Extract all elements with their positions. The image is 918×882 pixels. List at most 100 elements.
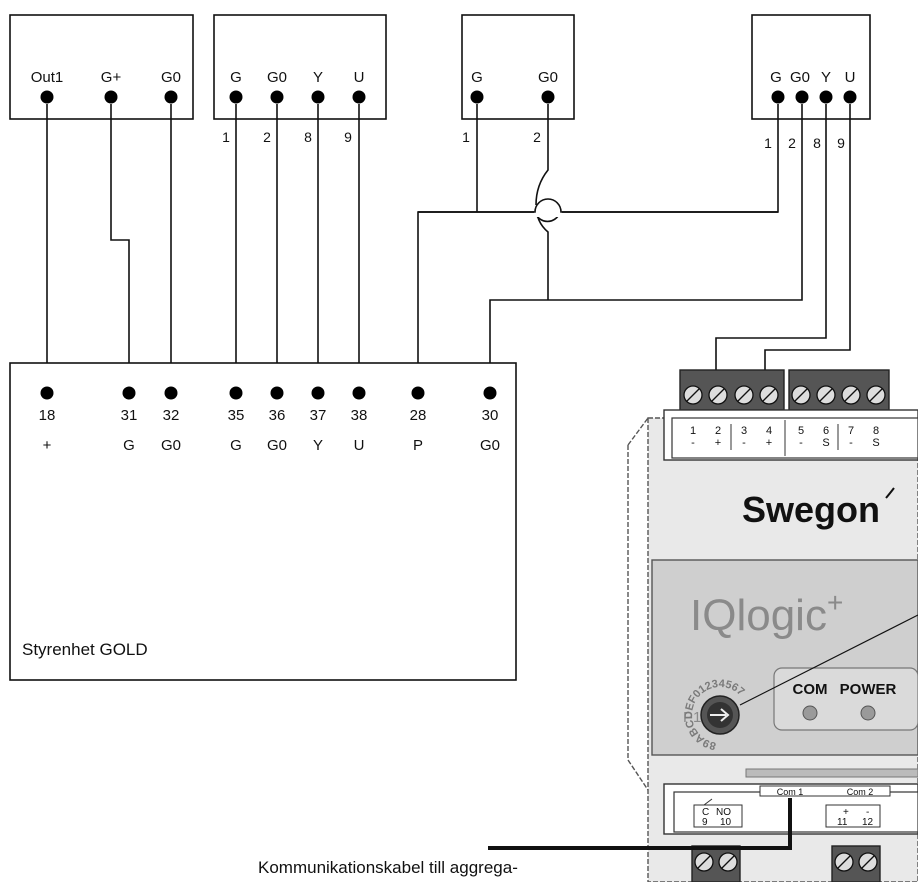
terminal-label-out1: Out1 <box>31 69 64 86</box>
terminal-label-g: G <box>471 69 483 86</box>
wire-number: 9 <box>344 129 352 145</box>
power-label: POWER <box>840 681 897 698</box>
svg-text:+: + <box>766 437 772 449</box>
terminal-label-u: U <box>354 69 365 86</box>
brand-logo: Swegon <box>742 489 880 530</box>
controller-terminal-number: 18 <box>39 407 56 424</box>
screw-terminal-icon <box>229 386 243 400</box>
device-top-3: G G0 1 2 <box>461 14 575 145</box>
com-led-icon <box>802 705 818 721</box>
screw-terminal-icon <box>352 386 366 400</box>
svg-text:4: 4 <box>766 425 772 437</box>
screw-terminal-icon <box>40 386 54 400</box>
wire-number: 1 <box>764 135 772 151</box>
controller-terminal-number: 31 <box>121 407 138 424</box>
svg-text:S: S <box>822 437 829 449</box>
wire-number: 1 <box>462 129 470 145</box>
screw-terminal-icon <box>40 90 54 104</box>
screw-terminal-icon <box>411 386 425 400</box>
screw-terminal-icon <box>352 90 366 104</box>
screw-terminal-icon <box>483 386 497 400</box>
dial-arrow-icon <box>710 708 730 722</box>
controller-terminal-number: 32 <box>163 407 180 424</box>
terminal-label-g0: G0 <box>267 69 287 86</box>
controller-terminal-label: G <box>230 437 242 454</box>
terminal-label-g0: G0 <box>790 69 810 86</box>
svg-text:NO: NO <box>716 807 731 818</box>
screw-terminal-icon <box>229 90 243 104</box>
controller-terminal-label: G0 <box>267 437 287 454</box>
controller-terminal-number: 35 <box>228 407 245 424</box>
controller-terminal-number: 36 <box>269 407 286 424</box>
svg-text:7: 7 <box>848 425 854 437</box>
wire-number: 2 <box>263 129 271 145</box>
controller-terminal-label: G0 <box>480 437 500 454</box>
com2-label: Com 2 <box>847 787 874 797</box>
svg-text:-: - <box>866 807 869 818</box>
svg-text:10: 10 <box>720 817 732 828</box>
screw-terminal-icon <box>843 90 857 104</box>
screw-terminal-icon <box>311 90 325 104</box>
wires <box>46 104 851 372</box>
svg-text:6: 6 <box>823 425 829 437</box>
controller-terminal-label: U <box>354 437 365 454</box>
device-top-4: G G0 Y U 1 2 8 9 <box>751 14 871 151</box>
terminal-label-gplus: G+ <box>101 69 122 86</box>
terminal-label-g: G <box>770 69 782 86</box>
top-terminal-numbers: 1 2 3 4 5 6 7 8 - + - + - S - S <box>690 420 880 456</box>
screw-terminal-icon <box>771 90 785 104</box>
screw-terminal-icon <box>795 90 809 104</box>
svg-text:12: 12 <box>862 817 874 828</box>
device-top-1: Out1 G+ G0 <box>9 14 194 120</box>
iqlogic-module: 1 2 3 4 5 6 7 8 - + - + - S - S Swegon <box>488 369 918 882</box>
svg-text:-: - <box>691 437 695 449</box>
svg-text:-: - <box>742 437 746 449</box>
svg-text:S: S <box>872 437 879 449</box>
svg-text:5: 5 <box>798 425 804 437</box>
controller-terminal-number: 30 <box>482 407 499 424</box>
svg-text:+: + <box>843 807 849 818</box>
screw-terminal-icon <box>270 386 284 400</box>
leaf-icon <box>885 487 895 499</box>
controller-terminal-number: 28 <box>410 407 427 424</box>
svg-text:9: 9 <box>702 817 708 828</box>
screw-terminal-icon <box>470 90 484 104</box>
screw-terminal-icon <box>104 90 118 104</box>
terminal-label-g0: G0 <box>538 69 558 86</box>
terminal-label-u: U <box>845 69 856 86</box>
controller-terminal-label: G0 <box>161 437 181 454</box>
screw-terminal-icon <box>819 90 833 104</box>
wire-number: 2 <box>533 129 541 145</box>
wire-number: 9 <box>837 135 845 151</box>
com-label: COM <box>793 681 828 698</box>
controller-terminal-label: + <box>43 437 52 454</box>
top-terminal-block <box>679 369 890 411</box>
controller-terminal-number: 38 <box>351 407 368 424</box>
dial-label: P1 <box>683 709 701 726</box>
screw-terminal-icon <box>122 386 136 400</box>
svg-text:3: 3 <box>741 425 747 437</box>
com1-label: Com 1 <box>777 787 804 797</box>
svg-text:-: - <box>799 437 803 449</box>
terminal-label-g: G <box>230 69 242 86</box>
screw-terminal-icon <box>270 90 284 104</box>
screw-terminal-icon <box>164 90 178 104</box>
wire-number: 1 <box>222 129 230 145</box>
bottom-terminal-block <box>691 845 881 882</box>
svg-text:-: - <box>849 437 853 449</box>
svg-text:1: 1 <box>690 425 696 437</box>
caption: Kommunikationskabel till aggrega- <box>258 858 518 877</box>
terminal-label-y: Y <box>313 69 323 86</box>
terminal-label-g0: G0 <box>161 69 181 86</box>
svg-text:C: C <box>702 807 709 818</box>
controller-terminal-label: Y <box>313 437 323 454</box>
screw-terminal-icon <box>541 90 555 104</box>
wire-number: 8 <box>813 135 821 151</box>
device-top-2: G G0 Y U 1 2 8 9 <box>213 14 387 145</box>
svg-text:+: + <box>715 437 721 449</box>
screw-terminal-icon <box>311 386 325 400</box>
controller-name: Styrenhet GOLD <box>22 640 148 659</box>
communication-cable <box>488 798 792 850</box>
controller-gold: 18 31 32 35 36 37 38 28 30 + G G0 G G0 Y… <box>9 362 517 681</box>
